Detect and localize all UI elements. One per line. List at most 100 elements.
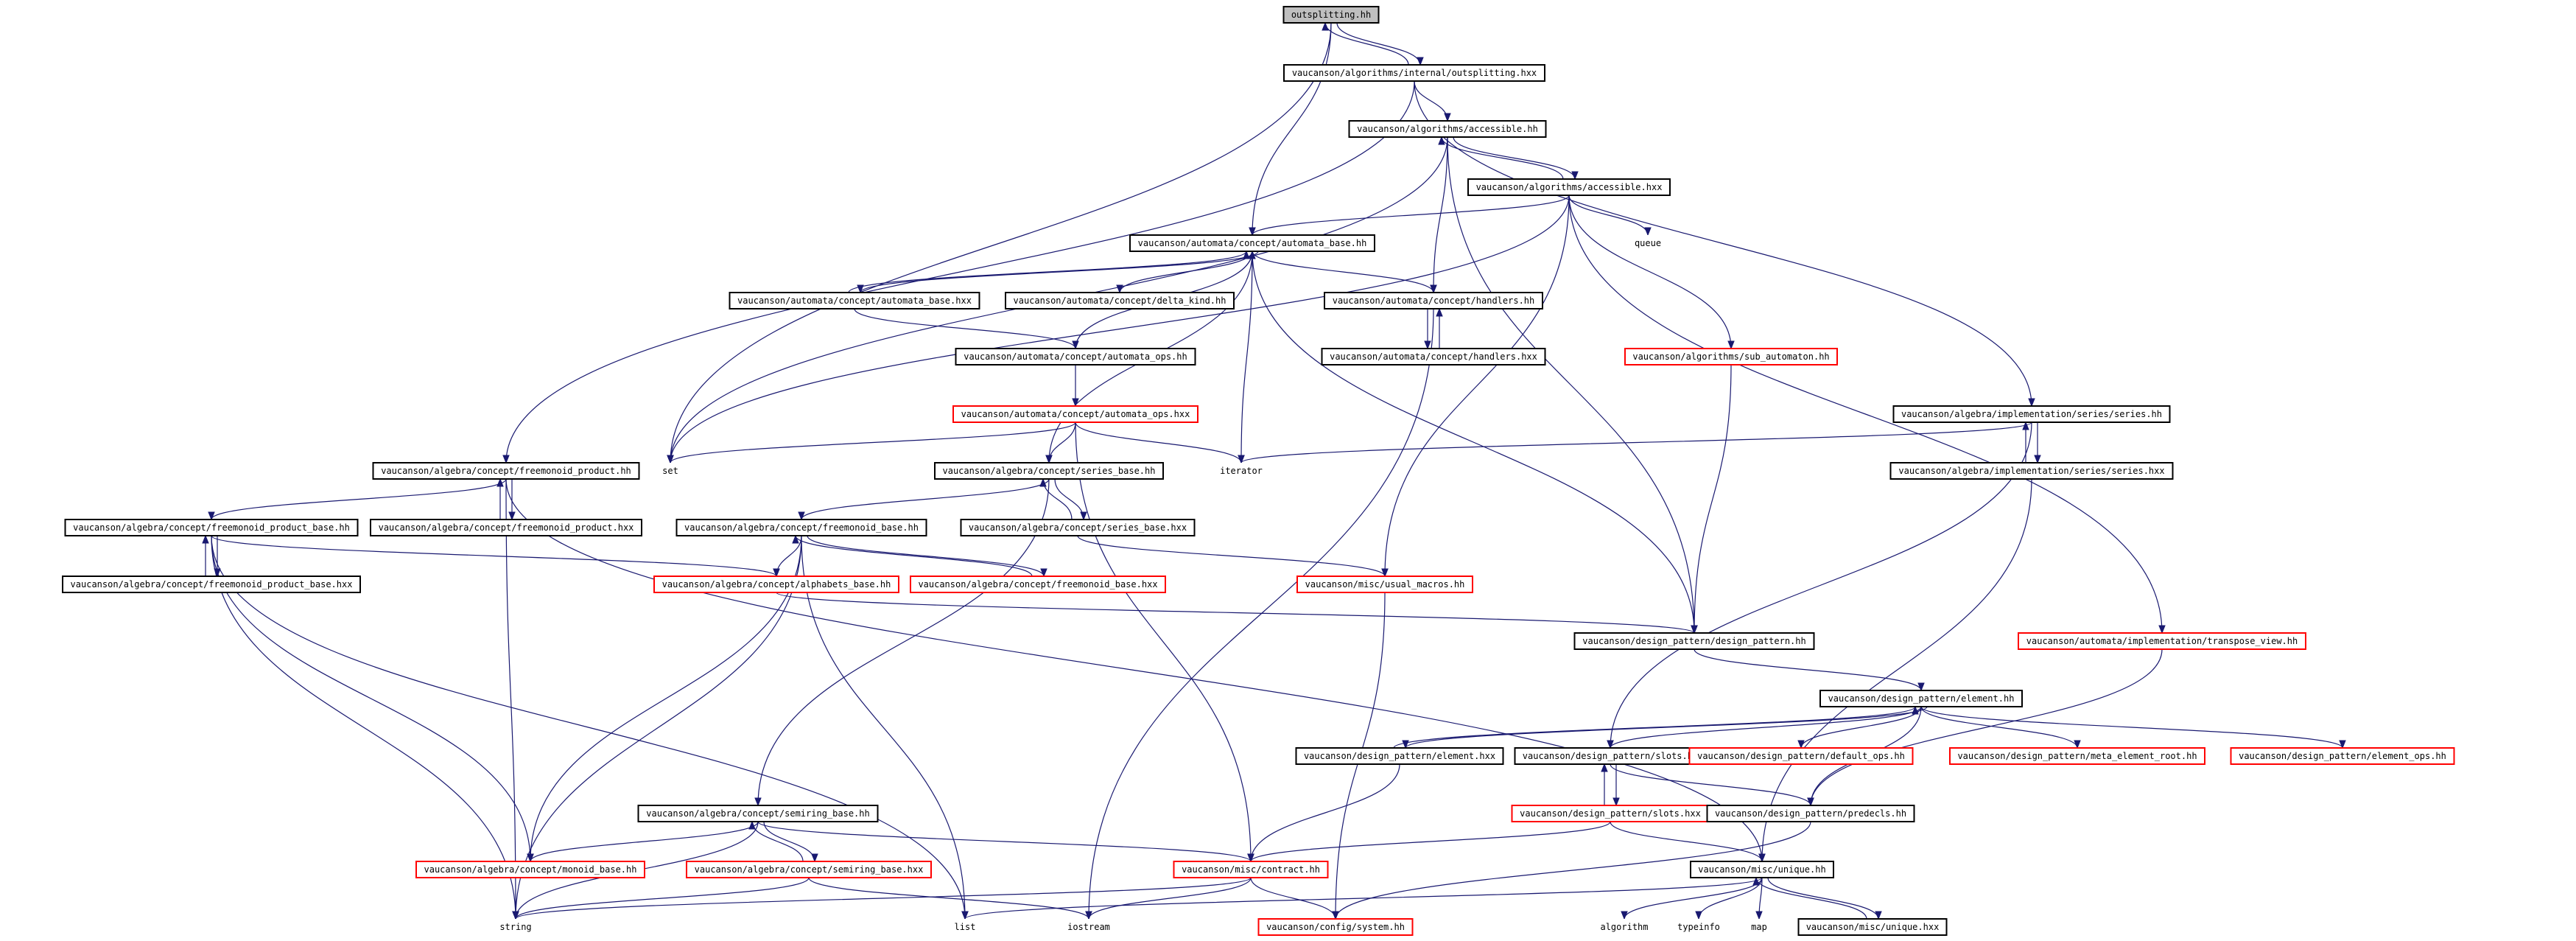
dependency-edge (1797, 706, 1922, 749)
graph-node[interactable]: vaucanson/design_pattern/design_pattern.… (1573, 632, 1815, 650)
node-label: string (499, 922, 531, 932)
graph-node[interactable]: vaucanson/automata/concept/delta_kind.hh (1005, 292, 1235, 309)
graph-node: list (947, 919, 983, 935)
edge-line (530, 535, 802, 862)
node-label: set (662, 466, 678, 476)
edge-line (1433, 136, 1448, 293)
graph-node[interactable]: vaucanson/algorithms/sub_automaton.hh (1624, 348, 1838, 365)
edge-arrowhead (1644, 227, 1652, 237)
node-box (1348, 120, 1547, 138)
graph-node[interactable]: vaucanson/design_pattern/slots.hxx (1511, 805, 1710, 822)
dependency-edge (1568, 195, 1735, 350)
graph-node[interactable]: vaucanson/automata/concept/handlers.hxx (1321, 348, 1546, 365)
edge-line (1610, 706, 1922, 749)
node-box (1295, 747, 1504, 765)
graph-node[interactable]: vaucanson/misc/contract.hh (1173, 861, 1329, 878)
node-box (2230, 747, 2455, 765)
dependency-edge (763, 821, 818, 863)
graph-node[interactable]: vaucanson/design_pattern/default_ops.hh (1688, 747, 1914, 765)
dependency-edge (2034, 422, 2041, 464)
graph-node: iterator (1212, 463, 1270, 479)
graph-node[interactable]: vaucanson/automata/concept/automata_base… (1129, 234, 1375, 252)
node-label: vaucanson/misc/contract.hh (1182, 864, 1320, 875)
graph-node[interactable]: vaucanson/automata/concept/automata_ops.… (952, 405, 1198, 423)
graph-node[interactable]: vaucanson/algorithms/accessible.hh (1348, 120, 1547, 138)
edge-arrowhead (1417, 57, 1424, 66)
edge-arrowhead (1912, 705, 1919, 715)
graph-node[interactable]: vaucanson/algebra/concept/monoid_base.hh (415, 861, 645, 878)
edge-line (211, 535, 531, 862)
graph-node: algorithm (1593, 919, 1656, 935)
graph-node[interactable]: vaucanson/algebra/concept/freemonoid_pro… (370, 519, 642, 536)
edge-line (530, 821, 759, 862)
graph-node[interactable]: vaucanson/design_pattern/element.hh (1819, 690, 2023, 707)
graph-node[interactable]: vaucanson/algorithms/internal/outsplitti… (1283, 64, 1545, 82)
graph-node[interactable]: vaucanson/misc/unique.hh (1690, 861, 1834, 878)
graph-node[interactable]: vaucanson/algebra/concept/freemonoid_pro… (372, 462, 640, 480)
node-box (1321, 348, 1546, 365)
dependency-edge (1249, 195, 1570, 237)
graph-node[interactable]: vaucanson/misc/unique.hxx (1797, 918, 1948, 936)
dependency-edge (1601, 763, 1608, 805)
node-label: vaucanson/misc/unique.hh (1698, 864, 1825, 875)
graph-node[interactable]: vaucanson/algebra/concept/alphabets_base… (653, 576, 899, 593)
edge-line (1240, 251, 1253, 463)
graph-node: string (492, 919, 539, 935)
edge-arrowhead (1621, 911, 1628, 920)
graph-node[interactable]: vaucanson/misc/usual_macros.hh (1296, 576, 1473, 593)
edge-line (1077, 535, 1386, 577)
edge-line (1755, 877, 1867, 920)
node-label: vaucanson/algebra/concept/alphabets_base… (662, 579, 891, 590)
edge-line (1075, 421, 1252, 862)
graph-node[interactable]: vaucanson/algorithms/accessible.hxx (1467, 178, 1671, 196)
dependency-edge (1072, 365, 1079, 407)
dependency-edge (1414, 80, 1451, 122)
edge-arrowhead (1875, 911, 1882, 920)
graph-node[interactable]: vaucanson/automata/concept/automata_ops.… (955, 348, 1196, 365)
node-box (952, 405, 1198, 423)
node-label: typeinfo (1677, 922, 1720, 932)
graph-node[interactable]: vaucanson/config/system.hh (1257, 918, 1414, 936)
edge-line (795, 535, 1033, 577)
edge-arrowhead (527, 853, 534, 863)
graph-node[interactable]: vaucanson/automata/concept/handlers.hh (1324, 292, 1543, 309)
graph-node[interactable]: vaucanson/design_pattern/element_ops.hh (2230, 747, 2455, 765)
dependency-edge (1249, 22, 1332, 237)
node-box (1797, 918, 1948, 936)
graph-node[interactable]: vaucanson/design_pattern/meta_element_ro… (1949, 747, 2205, 765)
dependency-edge (848, 250, 1250, 293)
graph-node[interactable]: vaucanson/algebra/implementation/series/… (1889, 462, 2174, 480)
dependency-edge (1568, 195, 1652, 237)
graph-node[interactable]: vaucanson/algebra/implementation/series/… (1892, 405, 2171, 423)
graph-node[interactable]: vaucanson/algebra/concept/freemonoid_pro… (64, 519, 359, 536)
graph-node[interactable]: vaucanson/design_pattern/slots.hh (1514, 747, 1707, 765)
node-box (729, 292, 980, 309)
graph-node[interactable]: vaucanson/design_pattern/predecls.hh (1706, 805, 1915, 822)
edge-line (1694, 364, 1732, 634)
dependency-edge (1250, 877, 1339, 920)
graph-node[interactable]: vaucanson/algebra/concept/series_base.hx… (960, 519, 1196, 536)
graph-node[interactable]: vaucanson/algebra/concept/semiring_base.… (686, 861, 932, 878)
dependency-edge (512, 877, 810, 920)
graph-node[interactable]: vaucanson/algebra/concept/freemonoid_pro… (62, 576, 361, 593)
edge-line (801, 535, 966, 920)
graph-node[interactable]: vaucanson/algebra/concept/semiring_base.… (637, 805, 879, 822)
edge-line (1610, 421, 2032, 749)
graph-node[interactable]: vaucanson/algebra/concept/series_base.hh (934, 462, 1164, 480)
graph-node[interactable]: vaucanson/algebra/concept/freemonoid_bas… (910, 576, 1166, 593)
node-label: vaucanson/algorithms/accessible.hh (1357, 124, 1538, 134)
edge-arrowhead (1247, 853, 1254, 863)
edge-arrowhead (208, 511, 215, 521)
graph-node[interactable]: vaucanson/design_pattern/element.hxx (1295, 747, 1504, 765)
edge-line (1252, 195, 1570, 236)
dependency-edge (857, 251, 1259, 294)
graph-node[interactable]: outsplitting.hh (1282, 6, 1380, 24)
graph-node[interactable]: vaucanson/automata/implementation/transp… (2018, 632, 2306, 650)
graph-node[interactable]: vaucanson/automata/concept/automata_base… (729, 292, 980, 309)
dependency-edge (1045, 421, 1076, 464)
node-label: vaucanson/algebra/concept/semiring_base.… (646, 808, 869, 819)
node-label: vaucanson/design_pattern/slots.hh (1523, 751, 1698, 761)
dependency-edge (211, 535, 780, 578)
dependency-edge (2022, 421, 2029, 463)
graph-node[interactable]: vaucanson/algebra/concept/freemonoid_bas… (675, 519, 927, 536)
